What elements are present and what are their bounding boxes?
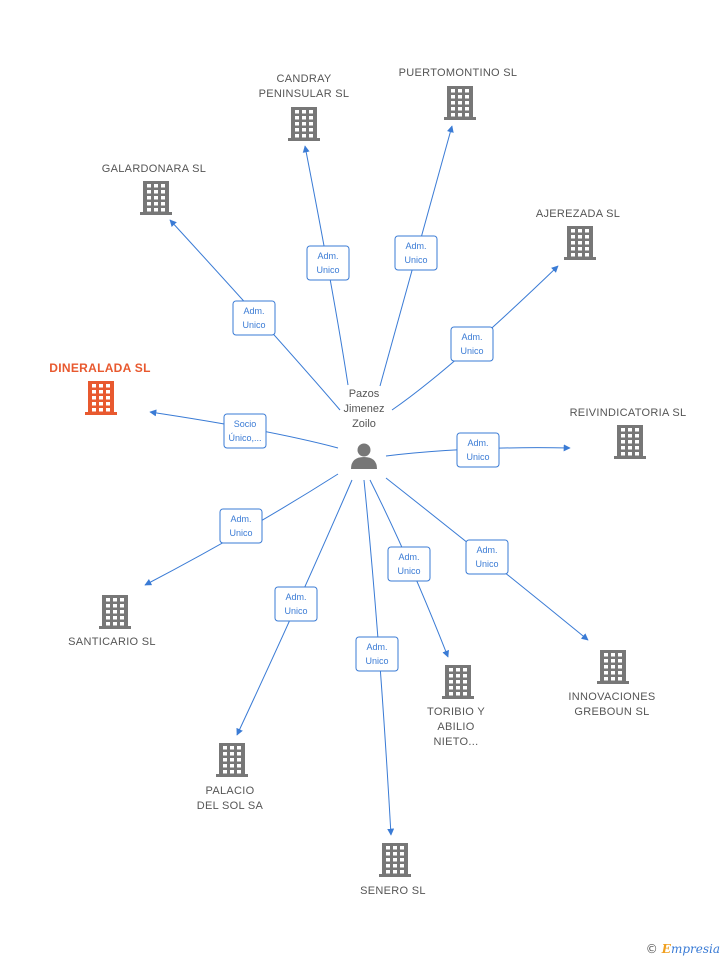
company-label-galardonara[interactable]: GALARDONARA SL	[102, 163, 206, 175]
role-text: Adm.	[476, 545, 497, 555]
building-icon-candray[interactable]	[288, 107, 320, 141]
company-label-puertomontino[interactable]: PUERTOMONTINO SL	[399, 67, 518, 79]
company-label-palacio[interactable]: DEL SOL SA	[197, 800, 264, 812]
role-text: Adm.	[285, 592, 306, 602]
person-name-label[interactable]: Pazos	[349, 388, 380, 400]
brand-initial: E	[661, 942, 671, 956]
person-name-label[interactable]: Jimenez	[344, 403, 385, 415]
role-badge-box	[450, 326, 494, 362]
role-badge-santicario[interactable]: Adm. Unico	[219, 508, 263, 544]
role-badge-reivindicatoria[interactable]: Adm. Unico	[456, 432, 500, 468]
building-icon-innovaciones[interactable]	[597, 650, 629, 684]
company-label-candray[interactable]: CANDRAY	[276, 73, 331, 85]
role-badge-box	[387, 546, 431, 582]
role-badge-candray[interactable]: Adm. Unico	[306, 245, 350, 281]
building-icon-senero[interactable]	[379, 843, 411, 877]
building-icon-ajerezada[interactable]	[564, 226, 596, 260]
company-label-toribio[interactable]: TORIBIO Y	[427, 706, 485, 718]
company-label-innovaciones[interactable]: INNOVACIONES	[568, 691, 655, 703]
role-badge-box	[456, 432, 500, 468]
role-text: Unico	[460, 346, 483, 356]
building-icon-santicario[interactable]	[99, 595, 131, 629]
role-badge-box	[219, 508, 263, 544]
brand-name: mpresia	[670, 942, 720, 956]
role-text: Adm.	[405, 241, 426, 251]
role-badge-box	[306, 245, 350, 281]
copyright-symbol: ©	[645, 942, 658, 956]
role-text: Unico	[397, 566, 420, 576]
person-icon[interactable]	[351, 443, 377, 470]
role-text: Unico	[466, 452, 489, 462]
role-badge-dineralada[interactable]: SocioÚnico,...	[223, 413, 267, 449]
role-badge-galardonara[interactable]: Adm. Unico	[232, 300, 276, 336]
building-icon-dineralada[interactable]	[85, 381, 117, 415]
company-label-toribio[interactable]: NIETO...	[434, 736, 479, 748]
role-badge-box	[355, 636, 399, 672]
role-text: Adm.	[243, 306, 264, 316]
role-text: Unico	[242, 320, 265, 330]
role-badge-innovaciones[interactable]: Adm. Unico	[465, 539, 509, 575]
company-label-reivindicatoria[interactable]: REIVINDICATORIA SL	[570, 407, 687, 419]
company-label-senero[interactable]: SENERO SL	[360, 885, 426, 897]
company-label-dineralada[interactable]: DINERALADA SL	[49, 361, 150, 375]
empresia-logo[interactable]: ©Empresia	[646, 942, 720, 956]
company-label-santicario[interactable]: SANTICARIO SL	[68, 636, 156, 648]
role-badge-box	[232, 300, 276, 336]
role-text: Unico	[404, 255, 427, 265]
company-label-candray[interactable]: PENINSULAR SL	[259, 88, 350, 100]
role-text: Adm.	[317, 251, 338, 261]
role-badge-box	[274, 586, 318, 622]
building-icon-toribio[interactable]	[442, 665, 474, 699]
role-text: Unico	[284, 606, 307, 616]
person-name-label[interactable]: Zoilo	[352, 418, 376, 430]
role-badge-senero[interactable]: Adm. Unico	[355, 636, 399, 672]
role-badge-box	[223, 413, 267, 449]
building-icon-puertomontino[interactable]	[444, 86, 476, 120]
role-badge-box	[465, 539, 509, 575]
role-text: Adm.	[398, 552, 419, 562]
role-text: Adm.	[366, 642, 387, 652]
building-icon-palacio[interactable]	[216, 743, 248, 777]
role-text: Unico	[365, 656, 388, 666]
role-text: Adm.	[467, 438, 488, 448]
role-text: Único,...	[228, 433, 261, 443]
role-text: Adm.	[230, 514, 251, 524]
company-label-toribio[interactable]: ABILIO	[437, 721, 474, 733]
role-badge-toribio[interactable]: Adm. Unico	[387, 546, 431, 582]
role-badge-ajerezada[interactable]: Adm. Unico	[450, 326, 494, 362]
company-label-ajerezada[interactable]: AJEREZADA SL	[536, 208, 620, 220]
role-badge-box	[394, 235, 438, 271]
role-badge-palacio[interactable]: Adm. Unico	[274, 586, 318, 622]
company-label-palacio[interactable]: PALACIO	[206, 785, 255, 797]
role-text: Unico	[229, 528, 252, 538]
role-text: Socio	[234, 419, 257, 429]
building-icon-galardonara[interactable]	[140, 181, 172, 215]
edge-candray	[302, 145, 349, 386]
building-icon-reivindicatoria[interactable]	[614, 425, 646, 459]
role-text: Unico	[475, 559, 498, 569]
role-text: Unico	[316, 265, 339, 275]
role-text: Adm.	[461, 332, 482, 342]
company-label-innovaciones[interactable]: GREBOUN SL	[574, 706, 649, 718]
role-badge-puertomontino[interactable]: Adm. Unico	[394, 235, 438, 271]
